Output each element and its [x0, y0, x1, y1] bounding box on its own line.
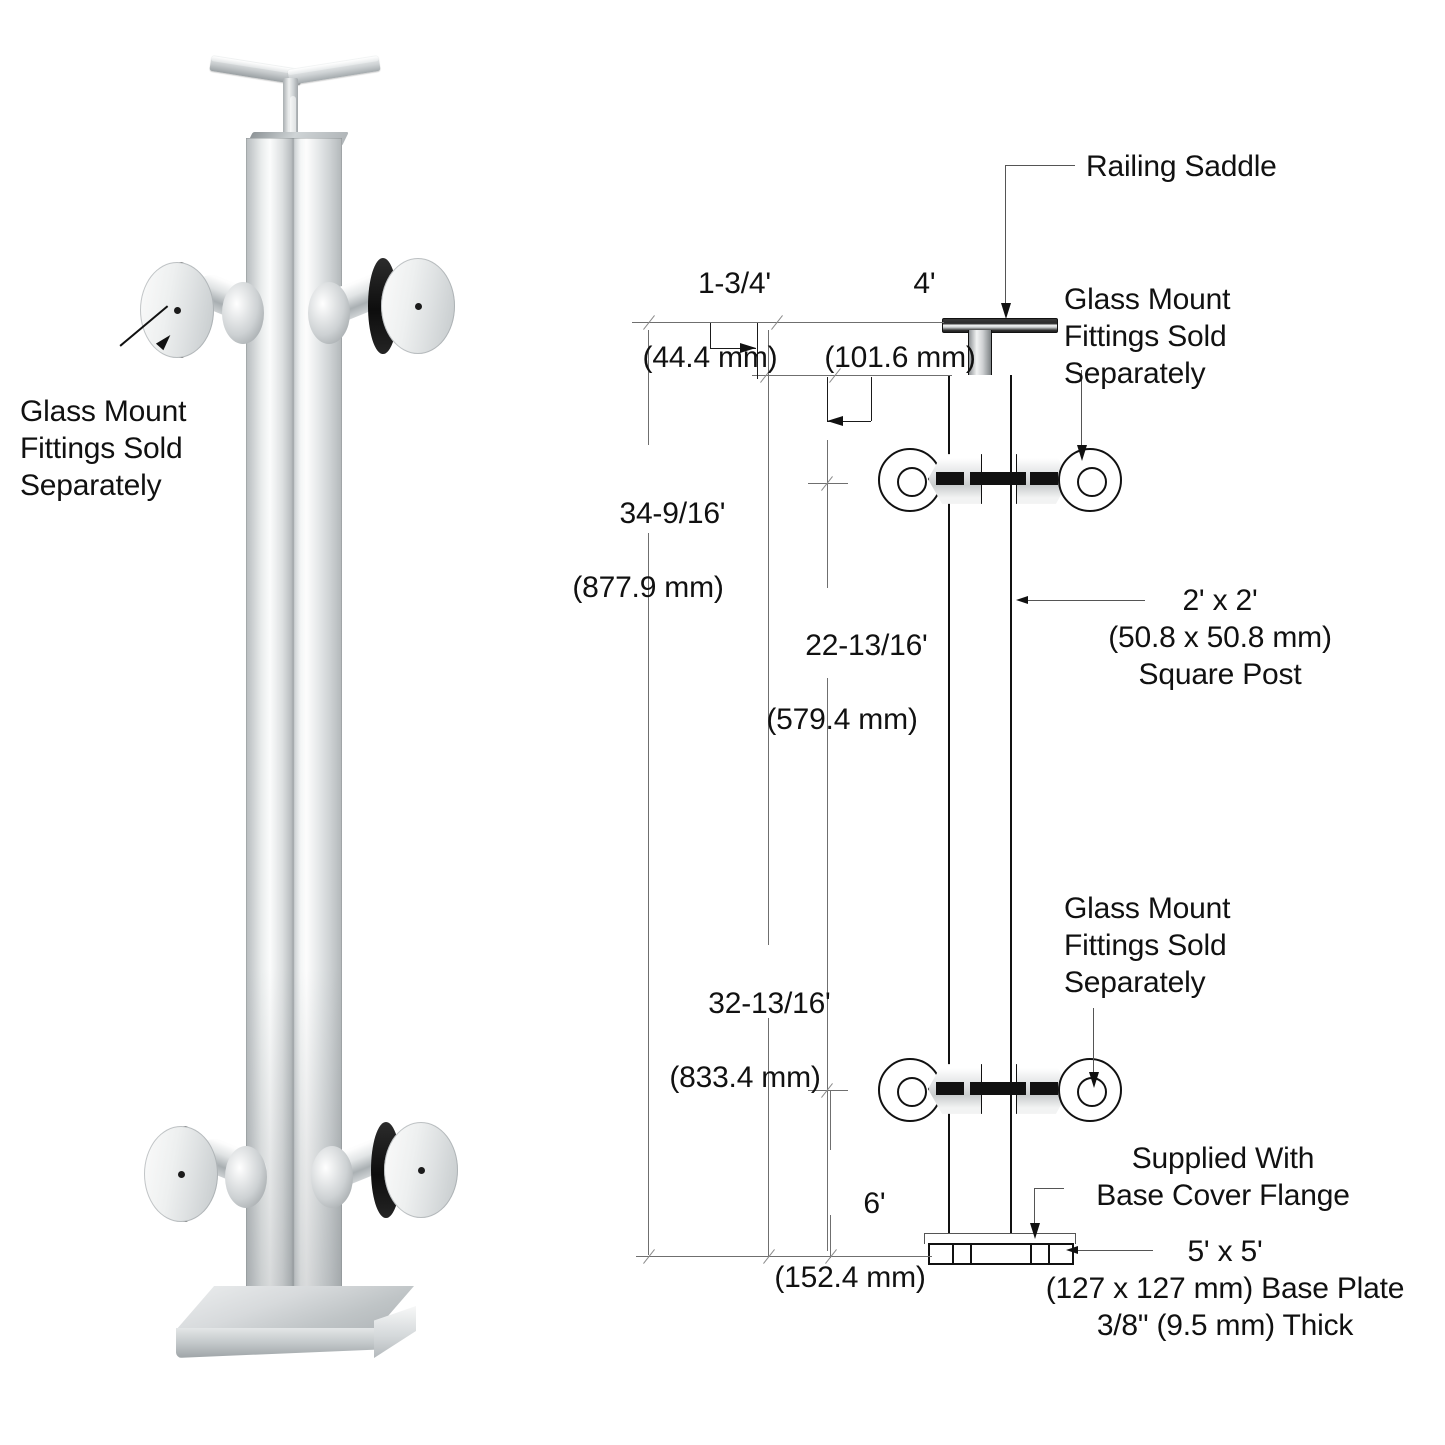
bottom-glass-mount-leader: [1093, 1008, 1094, 1078]
square-post-arrowhead: [1016, 596, 1028, 604]
lower-left-gasket-bar-b: [970, 1082, 1000, 1095]
base-cover-flange-callout: Supplied With Base Cover Flange: [1096, 1142, 1350, 1212]
base-cover-flange-section: [924, 1233, 1076, 1244]
dim-4-ext-right: [871, 377, 872, 421]
dim-4-imperial: 4': [913, 267, 936, 300]
railing-saddle-arrowhead: [1001, 303, 1011, 319]
upper-left-glass-disc: [140, 262, 214, 358]
upper-fitting-pair: [878, 448, 1122, 512]
dim-4-label: 4' (101.6 mm): [790, 228, 1010, 413]
railing-saddle-callout: Railing Saddle: [1086, 150, 1277, 183]
dim-34-9-16-line-upper: [648, 330, 649, 445]
dim-22-13-16-label: 22-13/16' (579.4 mm): [732, 590, 952, 775]
dim-32-13-16-metric: (833.4 mm): [669, 1061, 821, 1094]
upper-left-fitting-collar: [222, 282, 264, 344]
upper-left-gasket-bar-b: [970, 472, 1000, 485]
top-glass-mount-callout: Glass Mount Fittings Sold Separately: [1064, 283, 1231, 390]
dim-1-3-4-line: [710, 348, 756, 349]
dim-6-line-lower: [830, 1215, 831, 1258]
dim-32-13-16-imperial: 32-13/16': [708, 987, 831, 1020]
railing-saddle-leader-vertical: [1005, 165, 1006, 308]
dim-22-13-16-imperial: 22-13/16': [805, 629, 928, 662]
upper-right-glass-disc-section: [1058, 448, 1122, 512]
lower-right-glass-disc-section: [1058, 1058, 1122, 1122]
dim-1-3-4-label: 1-3/4' (44.4 mm): [600, 228, 820, 413]
square-post-callout: 2' x 2' (50.8 x 50.8 mm) Square Post: [1108, 584, 1332, 691]
dim-1-3-4-ext-left: [710, 323, 711, 348]
ref-line-post-top: [752, 375, 952, 376]
dim-1-3-4-metric: (44.4 mm): [642, 341, 778, 374]
bottom-glass-mount-arrowhead: [1089, 1072, 1099, 1088]
base-plate-arrowhead: [1066, 1246, 1078, 1254]
dim-6-line-upper: [830, 1090, 831, 1150]
lower-right-gasket-bar-b: [1030, 1082, 1058, 1095]
dim-34-9-16-metric: (877.9 mm): [572, 571, 724, 604]
railing-saddle-right-wing: [287, 54, 381, 86]
base-plate-front-face: [176, 1328, 376, 1358]
top-glass-mount-arrowhead: [1077, 445, 1087, 461]
dim-4-metric: (101.6 mm): [824, 341, 976, 374]
base-plate-section: [928, 1243, 1074, 1265]
dim-22-13-16-line-lower: [827, 678, 828, 1251]
upper-left-gasket-bar-a: [936, 472, 964, 485]
isometric-render-view: Glass Mount Fittings Sold Separately: [0, 0, 600, 1445]
ref-line-saddle-top: [632, 322, 944, 323]
ref-line-baseline: [636, 1256, 932, 1257]
lower-left-fitting-collar: [225, 1146, 267, 1208]
lower-right-gasket-bar-a: [996, 1082, 1026, 1095]
lower-left-glass-disc: [144, 1126, 218, 1222]
upper-right-fitting-collar: [308, 282, 350, 344]
dim-6-metric: (152.4 mm): [774, 1261, 926, 1294]
square-post-leader: [1022, 600, 1145, 601]
railing-saddle-leader-horizontal: [1005, 165, 1075, 166]
dim-6-label: 6' (152.4 mm): [760, 1148, 940, 1333]
dim-32-13-16-line-upper: [768, 330, 769, 945]
dim-1-3-4-imperial: 1-3/4': [697, 267, 771, 300]
dim-4-ext-left: [827, 377, 828, 421]
upper-right-glass-disc: [381, 258, 455, 354]
dim-34-9-16-line-lower: [648, 533, 649, 1255]
base-plate-callout: 5' x 5' (127 x 127 mm) Base Plate 3/8" (…: [1045, 1235, 1405, 1342]
railing-saddle-section: [942, 318, 1058, 333]
dim-4-arrowhead: [827, 416, 843, 426]
railing-saddle-slot: [290, 96, 296, 152]
dim-22-13-16-tick-top: [808, 483, 848, 484]
saddle-stem-section: [968, 330, 992, 377]
dim-1-3-4-ext-right: [757, 323, 758, 379]
dim-22-13-16-metric: (579.4 mm): [766, 703, 918, 736]
base-cover-flange-arrowhead: [1030, 1223, 1040, 1239]
base-plate-leader: [1078, 1250, 1153, 1251]
dim-6-imperial: 6': [863, 1187, 886, 1220]
top-glass-mount-leader: [1081, 370, 1082, 450]
render-glass-mount-callout: Glass Mount Fittings Sold Separately: [20, 395, 187, 502]
base-plate-3d: [176, 1286, 416, 1358]
bottom-glass-mount-callout: Glass Mount Fittings Sold Separately: [1064, 892, 1231, 999]
upper-right-gasket-bar-a: [996, 472, 1026, 485]
dim-34-9-16-label: 34-9/16' (877.9 mm): [538, 458, 758, 643]
lower-left-gasket-bar-a: [936, 1082, 964, 1095]
dim-22-13-16-line-upper: [827, 440, 828, 588]
dim-34-9-16-imperial: 34-9/16': [619, 497, 726, 530]
upper-right-gasket-bar-b: [1030, 472, 1058, 485]
base-cover-flange-leader-vertical: [1034, 1188, 1035, 1230]
dim-32-13-16-label: 32-13/16' (833.4 mm): [635, 948, 855, 1133]
lower-right-glass-disc: [384, 1122, 458, 1218]
dim-32-13-16-line-lower: [768, 1018, 769, 1256]
dim-1-3-4-arrowhead: [740, 343, 756, 353]
lower-right-fitting-collar: [311, 1146, 353, 1208]
base-cover-flange-leader-horizontal: [1034, 1188, 1064, 1189]
dim-6-tick-top: [808, 1090, 848, 1091]
dim-4-line: [827, 421, 871, 422]
lower-fitting-pair: [878, 1058, 1122, 1122]
